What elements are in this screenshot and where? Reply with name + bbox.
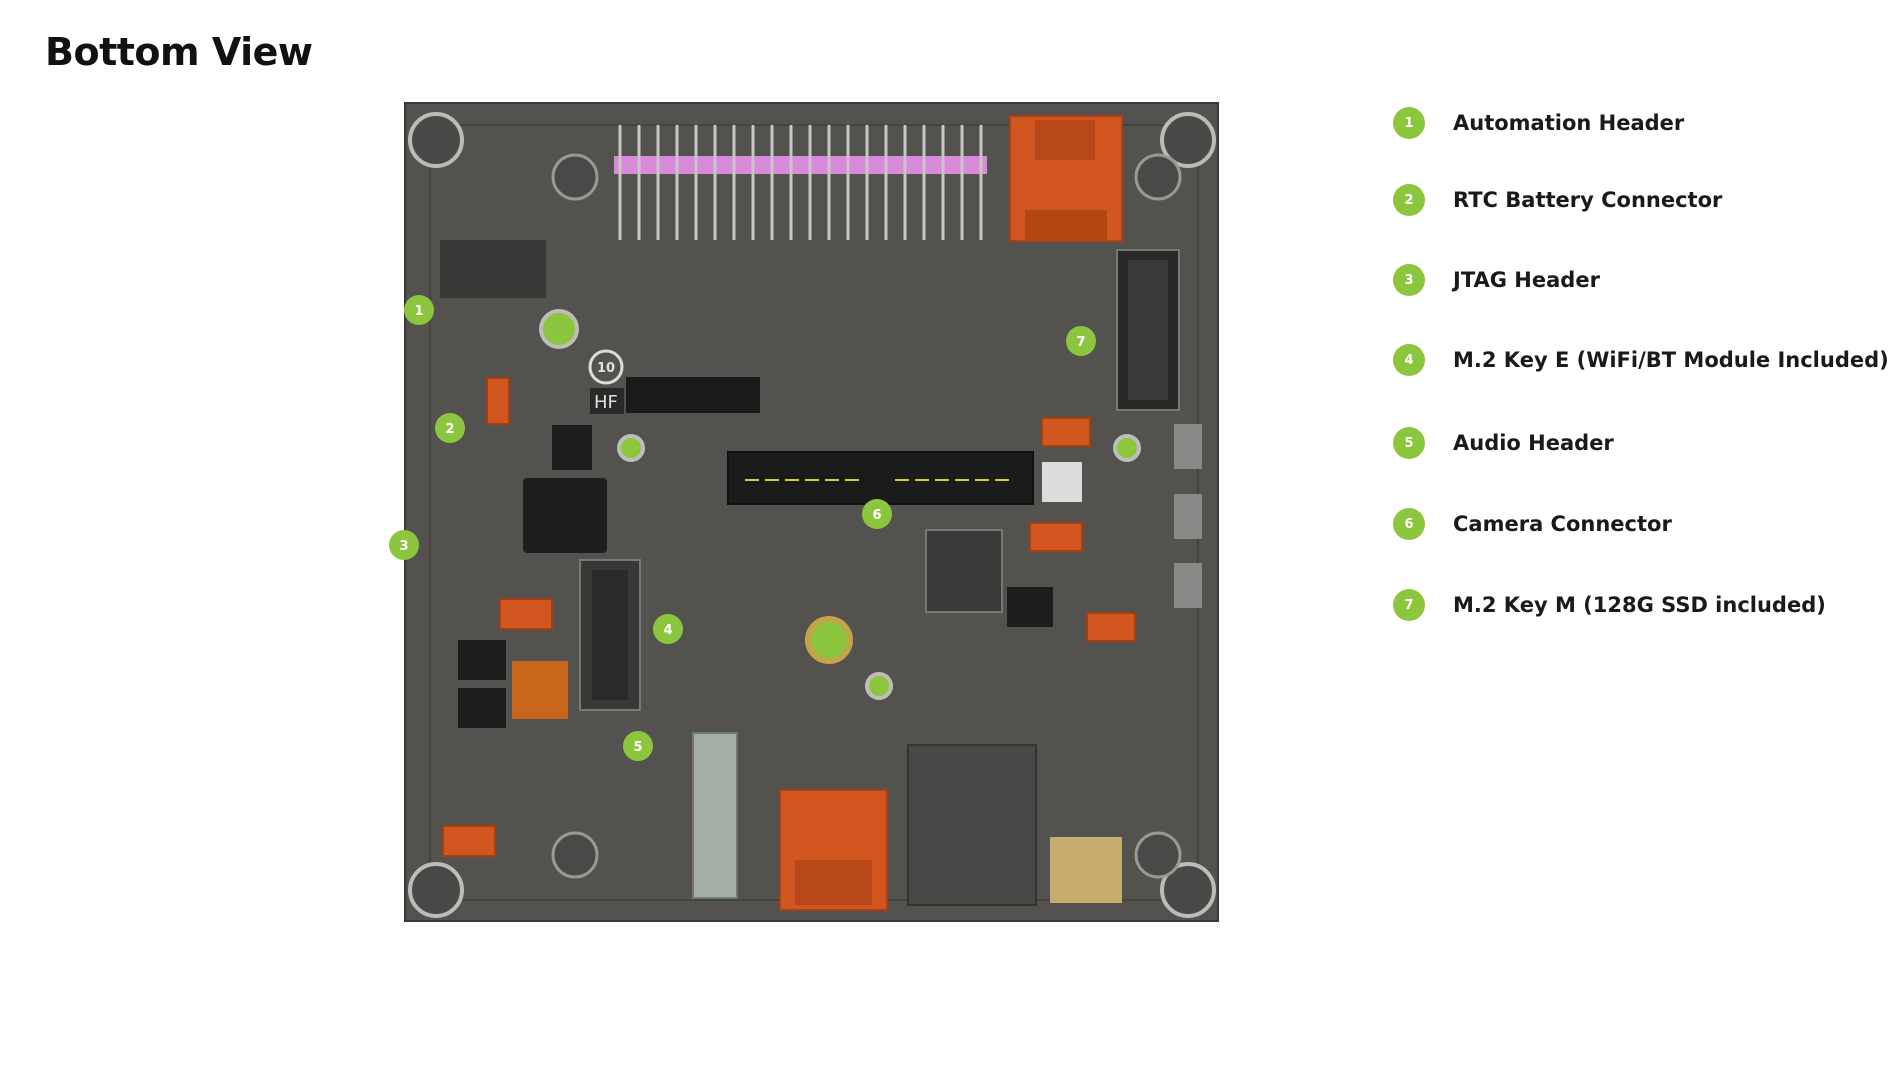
callout-badge bbox=[1066, 326, 1096, 356]
orange-connectors bbox=[442, 377, 1136, 857]
chip-right-1 bbox=[925, 529, 1003, 613]
plated-holes bbox=[539, 309, 1141, 700]
chip-small-1 bbox=[552, 425, 592, 470]
chip-right-2 bbox=[1007, 587, 1053, 627]
callout-badge bbox=[404, 295, 434, 325]
m2-key-e-slot bbox=[579, 559, 641, 711]
screw-bosses bbox=[551, 153, 1182, 879]
legend-label: M.2 Key M (128G SSD included) bbox=[1453, 593, 1826, 617]
legend-label: Automation Header bbox=[1453, 111, 1685, 135]
orange-block bbox=[512, 661, 568, 719]
legend-label: M.2 Key E (WiFi/BT Module Included) bbox=[1453, 348, 1889, 372]
callout-number: 3 bbox=[399, 539, 408, 554]
mounting-holes bbox=[408, 112, 1216, 918]
callout-3: 3 bbox=[389, 530, 419, 560]
chip-left-2 bbox=[458, 688, 506, 728]
callout-1: 1 bbox=[404, 295, 434, 325]
label-box bbox=[626, 377, 760, 413]
legend-item: 2 RTC Battery Connector bbox=[1393, 183, 1722, 217]
page-title: Bottom View bbox=[45, 30, 313, 74]
legend-item: 4 M.2 Key E (WiFi/BT Module Included) bbox=[1393, 343, 1889, 377]
right-ports-3 bbox=[1174, 563, 1202, 608]
legend-label: Camera Connector bbox=[1453, 512, 1672, 536]
callouts: 1 2 3 4 5 6 7 bbox=[389, 295, 1096, 761]
callout-number: 4 bbox=[663, 623, 672, 638]
legend-badge: 3 bbox=[1393, 264, 1425, 296]
audio-jack bbox=[692, 732, 738, 899]
callout-badge bbox=[862, 499, 892, 529]
callout-badge bbox=[653, 614, 683, 644]
recycle-number: 10 bbox=[597, 361, 615, 376]
legend-badge: 5 bbox=[1393, 427, 1425, 459]
white-chip bbox=[1042, 462, 1082, 502]
legend-badge: 2 bbox=[1393, 184, 1425, 216]
legend-item: 3 JTAG Header bbox=[1393, 263, 1600, 297]
callout-badge bbox=[389, 530, 419, 560]
battery-holder bbox=[1050, 837, 1122, 903]
callout-6: 6 bbox=[862, 499, 892, 529]
ethernet-port bbox=[907, 744, 1037, 906]
recycle-mark bbox=[588, 349, 624, 385]
legend-badge: 1 bbox=[1393, 107, 1425, 139]
callout-4: 4 bbox=[653, 614, 683, 644]
hf-box bbox=[590, 388, 624, 414]
automation-header-block bbox=[440, 240, 546, 298]
callout-badge bbox=[623, 731, 653, 761]
dc-converter bbox=[523, 478, 607, 553]
camera-connector bbox=[727, 451, 1034, 505]
callout-7: 7 bbox=[1066, 326, 1096, 356]
legend-badge: 6 bbox=[1393, 508, 1425, 540]
callout-number: 1 bbox=[414, 304, 423, 319]
callout-badge bbox=[435, 413, 465, 443]
top-usb-port bbox=[1009, 115, 1123, 242]
callout-5: 5 bbox=[623, 731, 653, 761]
hf-mark: HF bbox=[594, 392, 618, 413]
legend-badge: 4 bbox=[1393, 344, 1425, 376]
callout-number: 6 bbox=[872, 508, 881, 523]
callout-2: 2 bbox=[435, 413, 465, 443]
m2-key-m-slot bbox=[1116, 249, 1180, 411]
gpio-header bbox=[614, 125, 987, 240]
right-ports-2 bbox=[1174, 494, 1202, 539]
callout-number: 2 bbox=[445, 422, 454, 437]
legend-item: 5 Audio Header bbox=[1393, 426, 1614, 460]
callout-number: 5 bbox=[633, 740, 642, 755]
legend-label: Audio Header bbox=[1453, 431, 1614, 455]
chip-left-1 bbox=[458, 640, 506, 680]
center-standoff bbox=[805, 616, 853, 664]
legend-item: 6 Camera Connector bbox=[1393, 507, 1672, 541]
callout-number: 7 bbox=[1076, 335, 1085, 350]
legend-label: JTAG Header bbox=[1453, 268, 1600, 292]
bottom-usb-port bbox=[779, 789, 888, 911]
legend-label: RTC Battery Connector bbox=[1453, 188, 1723, 212]
legend-item: 1 Automation Header bbox=[1393, 106, 1684, 140]
right-ports bbox=[1174, 424, 1202, 469]
legend-badge: 7 bbox=[1393, 589, 1425, 621]
legend-item: 7 M.2 Key M (128G SSD included) bbox=[1393, 588, 1826, 622]
